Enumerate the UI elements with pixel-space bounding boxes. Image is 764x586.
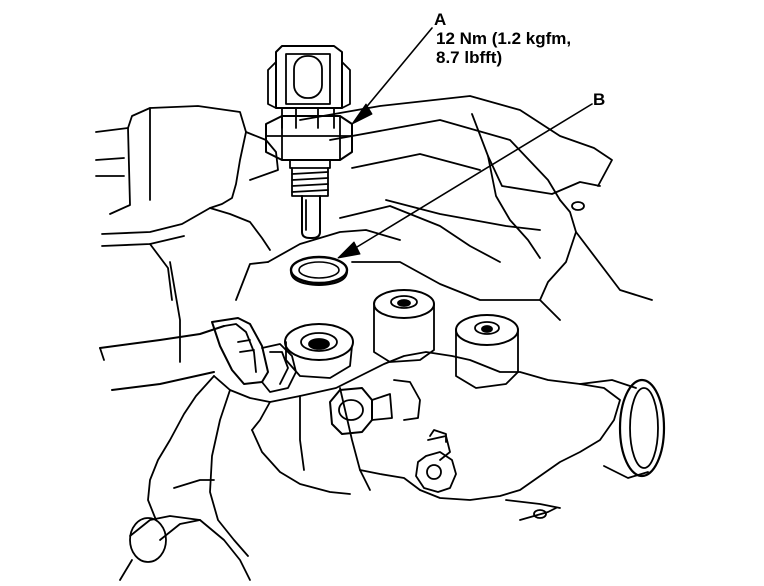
hose-and-clamp: [100, 318, 296, 392]
callout-leaders: [338, 28, 592, 258]
callout-label-a: A: [434, 10, 447, 29]
torque-spec-line2: 8.7 lbfft): [436, 48, 503, 67]
coolant-ports: [285, 290, 518, 434]
callout-label-b: B: [593, 90, 606, 109]
arrowhead-b: [338, 242, 360, 258]
torque-spec-line1: 12 Nm (1.2 kgfm,: [436, 29, 572, 48]
leader-line-a: [364, 28, 432, 110]
leader-line-b: [352, 104, 592, 250]
temperature-sensor: [266, 46, 352, 238]
torque-spec: 12 Nm (1.2 kgfm, 8.7 lbfft): [436, 29, 571, 67]
arrowhead-a: [352, 104, 372, 124]
sealing-washer: [291, 257, 347, 285]
engine-background-outline: [96, 96, 652, 362]
thermostat-housing: [120, 352, 664, 580]
